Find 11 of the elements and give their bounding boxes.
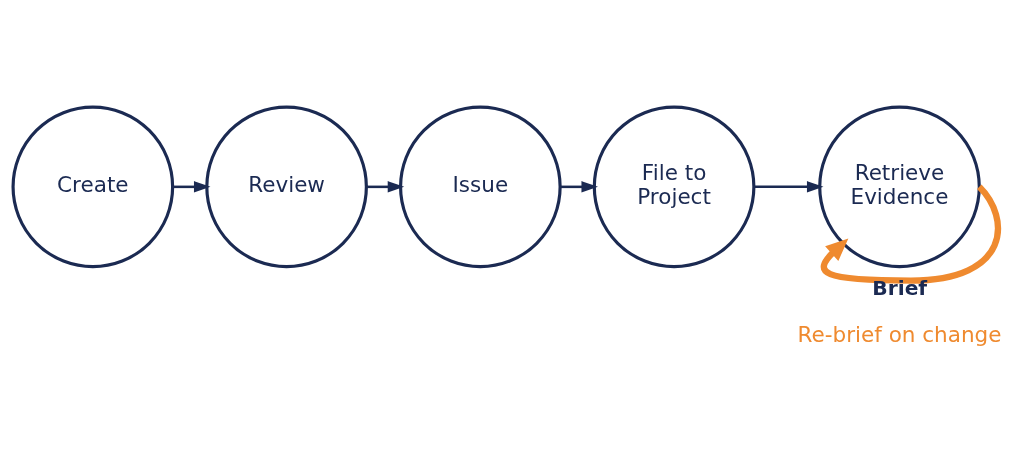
edge-label: Brief: [872, 276, 928, 301]
label: Re-brief on change: [797, 322, 1002, 348]
node-circle: Create: [11, 105, 175, 269]
node-circle: Issue: [398, 105, 562, 269]
arrow: [753, 181, 824, 193]
node-circle: File to Project: [592, 105, 756, 269]
arrow: [173, 181, 211, 193]
arrow: [560, 181, 598, 193]
arrow: [366, 181, 405, 193]
node-circle: Retrieve Evidence: [818, 105, 981, 269]
node-circle: Review: [205, 105, 368, 269]
